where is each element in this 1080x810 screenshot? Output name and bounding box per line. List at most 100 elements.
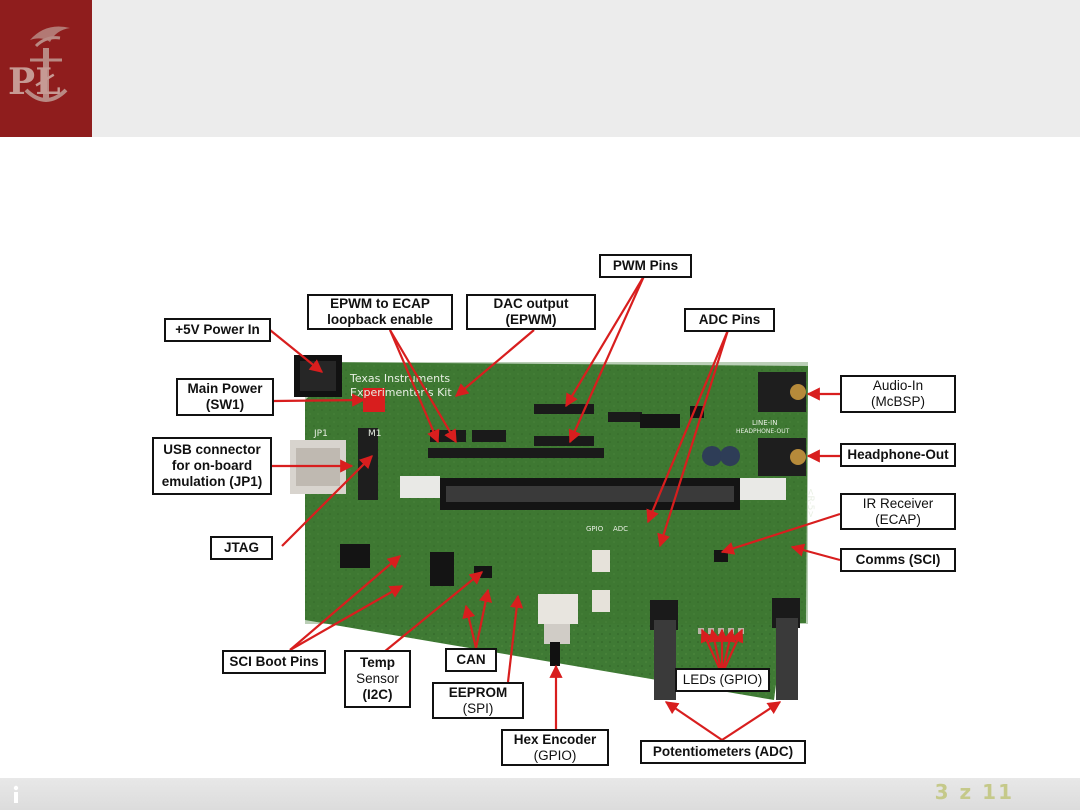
controlcard-socket (400, 476, 786, 510)
silkscreen-gpio: GPIO (586, 525, 604, 533)
callout-power-in: +5V Power In (164, 318, 271, 342)
push-buttons (592, 550, 610, 612)
callout-pot-label: Potentiometers (ADC) (652, 744, 794, 759)
callout-dac-line1: DAC output (493, 296, 569, 311)
arrow-ir (720, 512, 841, 555)
info-icon[interactable] (8, 784, 24, 804)
callout-adc-pins: ADC Pins (684, 308, 775, 332)
arrow-led-1 (700, 628, 724, 675)
callout-adc-label: ADC Pins (698, 312, 761, 327)
silkscreen-adc: ADC (613, 525, 628, 533)
arrow-led-2 (708, 628, 724, 675)
callout-ir-line2: (ECAP) (875, 511, 921, 527)
callout-usb-connector: USB connector for on-board emulation (JP… (152, 437, 272, 495)
callout-ir-line1: IR Receiver (862, 495, 934, 511)
silkscreen-line-in: LINE-IN (752, 419, 777, 427)
integrated-circuits (340, 406, 728, 586)
callout-leds: LEDs (GPIO) (675, 668, 770, 692)
callout-jtag-label: JTAG (223, 540, 259, 555)
callout-dac-output: DAC output (EPWM) (466, 294, 596, 330)
silkscreen-name: Experimenter's Kit (350, 386, 452, 399)
callout-ir-receiver: IR Receiver (ECAP) (840, 493, 956, 530)
callout-temp-line1: Temp (359, 655, 395, 670)
callout-main-power-line1: Main Power (187, 381, 263, 396)
arrow-adc-2 (657, 329, 730, 548)
callout-eeprom-line1: EEPROM (448, 684, 508, 700)
callout-arrows (269, 275, 841, 741)
callout-can: CAN (445, 648, 497, 672)
callout-usb-line3: emulation (JP1) (161, 474, 263, 489)
callout-audio-in: Audio-In (McBSP) (840, 375, 956, 413)
arrow-led-5 (720, 628, 744, 675)
page-total: 11 (982, 780, 1014, 804)
potentiometer-knobs (650, 598, 800, 700)
silkscreen-revision: <R-5> (805, 488, 815, 518)
callout-headphone-label: Headphone-Out (847, 447, 949, 462)
arrow-main-power (273, 393, 366, 407)
callout-potentiometers: Potentiometers (ADC) (640, 740, 806, 764)
callout-pwm-label: PWM Pins (612, 258, 679, 273)
callout-comms: Comms (SCI) (840, 548, 956, 572)
slide-footer-bar (0, 778, 1080, 810)
callout-hex-line2: (GPIO) (533, 747, 577, 763)
silkscreen-headphone-out: HEADPHONE-OUT (736, 428, 790, 435)
callout-comms-label: Comms (SCI) (855, 552, 941, 567)
arrow-sci-2 (289, 585, 404, 651)
silkscreen-brand: Texas Instruments (349, 372, 450, 385)
callout-main-power-line2: (SW1) (205, 397, 245, 412)
hex-encoder-part (538, 594, 578, 666)
page-separator: z (959, 780, 974, 804)
callout-temp-line2: Sensor (356, 671, 399, 686)
logo-emblem-icon: PŁ (8, 26, 70, 103)
callout-pwm-pins: PWM Pins (599, 254, 692, 278)
arrow-can-2 (474, 588, 493, 649)
arrow-dac (454, 329, 535, 397)
callout-usb-line1: USB connector (163, 442, 261, 457)
arrow-temp (383, 571, 484, 653)
callout-temp-sensor: Temp Sensor (I2C) (344, 650, 411, 708)
capacitors (702, 446, 740, 466)
arrow-led-4 (720, 628, 736, 675)
page-counter: 3 z 11 (935, 780, 1014, 804)
power-jack (294, 355, 342, 397)
university-logo: PŁ (0, 0, 92, 137)
arrow-pwm-1 (565, 275, 645, 408)
callout-dac-line2: (EPWM) (505, 312, 557, 327)
slide-header-bar (0, 0, 1080, 137)
callout-epwm-ecap: EPWM to ECAP loopback enable (307, 294, 453, 330)
callout-power-in-label: +5V Power In (175, 322, 260, 337)
callout-eeprom-line2: (SPI) (462, 700, 494, 716)
arrow-pot-2 (721, 701, 782, 741)
arrow-jtag (281, 455, 373, 547)
callout-leds-label: LEDs (GPIO) (682, 672, 763, 687)
callout-hex-encoder: Hex Encoder (GPIO) (501, 729, 609, 766)
callout-eeprom: EEPROM (SPI) (432, 682, 524, 719)
callout-temp-line3: (I2C) (362, 687, 393, 702)
arrow-eeprom (506, 594, 524, 683)
silkscreen-m1: M1 (368, 429, 382, 439)
arrow-sci-1 (289, 555, 402, 651)
arrow-comms (790, 543, 841, 562)
arrow-power-in (269, 329, 324, 373)
callout-usb-line2: for on-board (171, 458, 253, 473)
callout-epwm-ecap-line2: loopback enable (327, 312, 433, 327)
audio-jacks (758, 372, 806, 476)
callout-epwm-ecap-line1: EPWM to ECAP (330, 296, 430, 311)
arrow-pot-1 (664, 701, 723, 741)
callout-sci-boot: SCI Boot Pins (222, 650, 326, 674)
arrow-epwm-2 (389, 329, 457, 444)
callout-audio-in-line1: Audio-In (872, 378, 924, 393)
page-current: 3 (934, 780, 951, 804)
callout-can-label: CAN (456, 652, 486, 667)
callout-audio-in-line2: (McBSP) (871, 394, 925, 409)
arrow-pwm-2 (568, 275, 646, 444)
arrow-epwm-1 (388, 329, 440, 444)
callout-main-power: Main Power (SW1) (176, 378, 274, 416)
arrow-can-1 (462, 604, 478, 649)
logo-letters: PŁ (8, 61, 61, 103)
arrow-adc-1 (646, 329, 730, 524)
callout-hex-line1: Hex Encoder (513, 731, 597, 747)
callout-sci-boot-label: SCI Boot Pins (229, 654, 319, 669)
